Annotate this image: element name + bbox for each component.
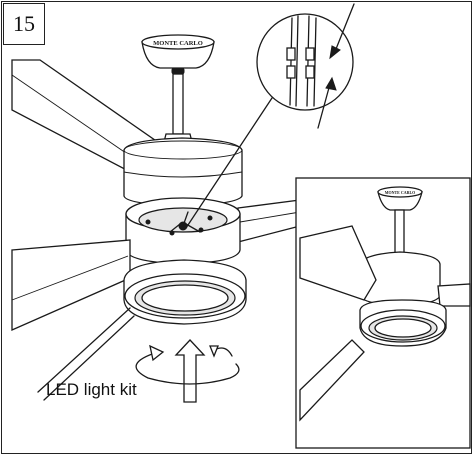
motor-housing [123,137,243,207]
turn-arrow-icon [209,345,233,358]
led-light-kit [123,259,247,325]
switch-housing [125,197,241,265]
up-arrow-icon [174,339,206,403]
assembled-inset: MONTE CARLO [295,177,471,449]
wire-detail-callout [185,3,355,229]
rotate-arrow-icon [135,344,240,385]
inset-canopy-logo: MONTE CARLO [385,190,416,195]
canopy-logo: MONTE CARLO [153,40,203,47]
step-number: 15 [13,11,35,36]
leader-line [37,307,131,393]
ceiling-canopy: MONTE CARLO [141,34,215,75]
lower-left-blade [11,239,131,331]
step-number-box: 15 [3,3,45,45]
led-light-kit-label: LED light kit [46,380,137,399]
right-blade [237,199,301,243]
downrod [162,73,194,147]
